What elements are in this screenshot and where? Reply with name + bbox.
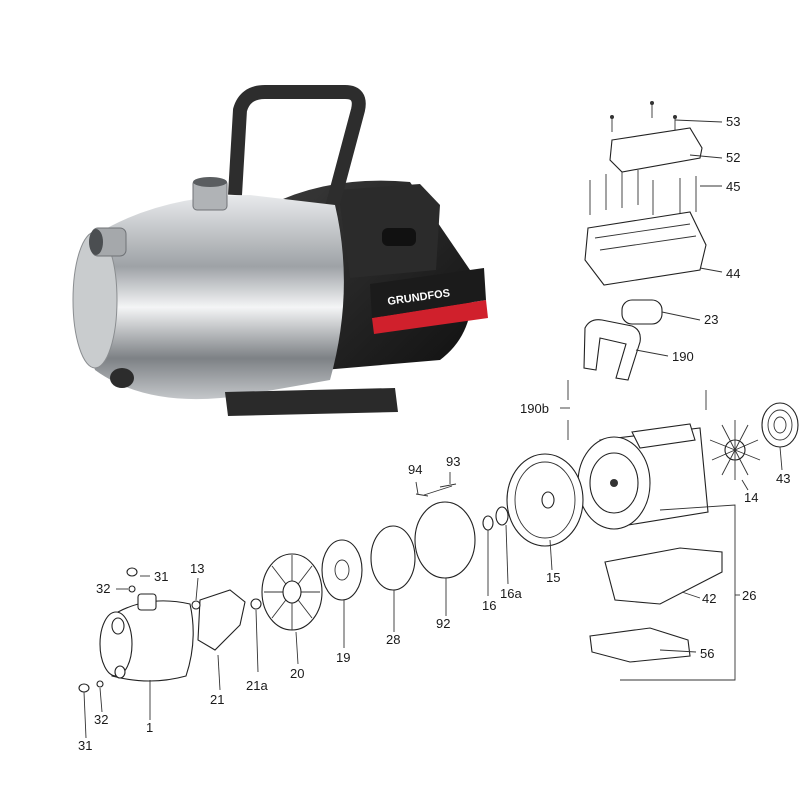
outlet-opening: [193, 177, 227, 187]
part-16-seal-ring: [482, 515, 494, 531]
part-13-nozzle: [191, 600, 201, 610]
part-43-fan-cover: [761, 402, 799, 448]
part-1-pump-housing: [99, 593, 194, 682]
pump-product-image: GRUNDFOS: [72, 85, 488, 416]
callout-53: 53: [726, 114, 740, 129]
callout-45: 45: [726, 179, 740, 194]
part-44-terminal-box: [584, 211, 707, 286]
cable-gland: [382, 228, 416, 246]
callout-32-top: 32: [96, 581, 110, 596]
part-56-foot: [589, 627, 691, 663]
callout-labels: 53 52 45 44 23 190 190b 43 14 94 93 16 1…: [78, 114, 790, 753]
part-21-ejector: [197, 589, 246, 651]
part-31-32-plugs-bottom: [78, 680, 104, 693]
callout-44: 44: [726, 266, 740, 281]
leader-lines: [83, 119, 783, 739]
inlet-opening: [89, 229, 103, 255]
callout-93: 93: [446, 454, 460, 469]
part-motor-stator: [577, 423, 709, 530]
callout-19: 19: [336, 650, 350, 665]
callout-21: 21: [210, 692, 224, 707]
part-190-handle: [583, 319, 641, 381]
callout-1: 1: [146, 720, 153, 735]
callout-16a: 16a: [500, 586, 522, 601]
part-21a-ring: [250, 598, 262, 610]
callout-20: 20: [290, 666, 304, 681]
drain-plug: [110, 368, 134, 388]
callout-14: 14: [744, 490, 758, 505]
callout-52: 52: [726, 150, 740, 165]
callout-190b: 190b: [520, 401, 549, 416]
callout-92: 92: [436, 616, 450, 631]
callout-43: 43: [776, 471, 790, 486]
callout-31-bottom: 31: [78, 738, 92, 753]
part-20-diffuser: [261, 553, 323, 631]
part-26-bracket-line: [620, 504, 736, 681]
part-53-screws: [610, 101, 677, 132]
part-52-terminal-cover: [609, 127, 703, 173]
exploded-parts: [78, 101, 799, 693]
part-16a-seal: [495, 506, 509, 526]
callout-15: 15: [546, 570, 560, 585]
part-19-impeller: [321, 539, 363, 601]
part-190b-pins: [567, 380, 707, 440]
callout-94: 94: [408, 462, 422, 477]
callout-13: 13: [190, 561, 204, 576]
part-45-screws: [589, 170, 697, 215]
callout-21a: 21a: [246, 678, 268, 693]
callout-26: 26: [742, 588, 756, 603]
callout-31-top: 31: [154, 569, 168, 584]
part-23-capacitor: [621, 299, 663, 325]
part-92-clamp: [414, 501, 476, 579]
part-14-fan: [709, 420, 761, 480]
callout-23: 23: [704, 312, 718, 327]
part-42-base: [604, 547, 723, 605]
callout-16: 16: [482, 598, 496, 613]
callout-56: 56: [700, 646, 714, 661]
pump-base: [225, 388, 398, 416]
brand-panel: [370, 268, 486, 318]
callout-42: 42: [702, 591, 716, 606]
callout-190: 190: [672, 349, 694, 364]
pump-housing-steel: [82, 195, 344, 400]
part-28-o-ring: [370, 525, 416, 591]
part-31-32-plugs-top: [126, 567, 138, 593]
callout-28: 28: [386, 632, 400, 647]
callout-32-bottom: 32: [94, 712, 108, 727]
brand-stripe: [372, 300, 488, 334]
part-93-screw: [439, 483, 457, 488]
part-94-nut: [415, 493, 429, 497]
carry-handle: [228, 85, 366, 217]
